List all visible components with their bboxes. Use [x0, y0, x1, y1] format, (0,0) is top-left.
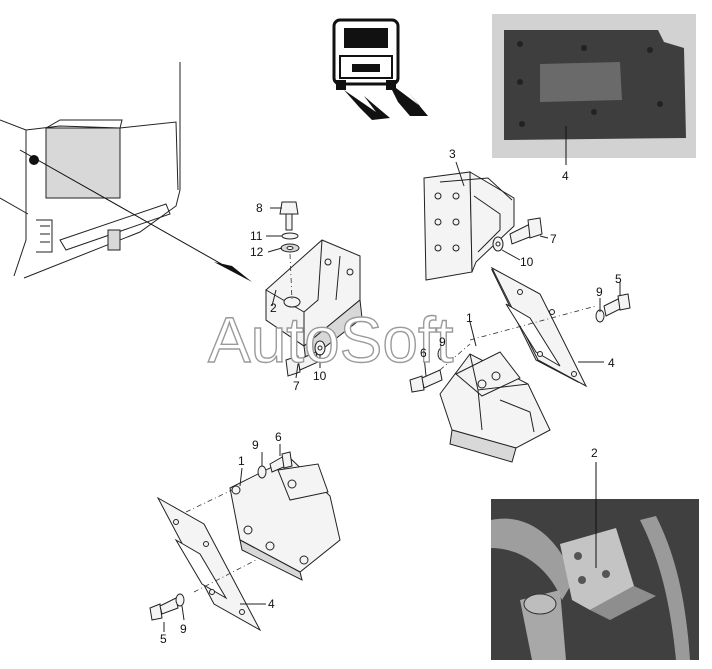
bolt-5-lower — [149, 593, 185, 621]
callout-1-lower: 1 — [238, 454, 245, 468]
callout-12: 12 — [250, 245, 264, 259]
callout-10-left: 10 — [313, 369, 327, 383]
callout-4-right: 4 — [608, 356, 615, 370]
arrow-icon — [344, 82, 428, 120]
bracket-part-3 — [423, 171, 515, 281]
callout-5-right: 5 — [615, 272, 622, 286]
callout-4-lower: 4 — [268, 597, 275, 611]
callout-1-right: 1 — [466, 311, 473, 325]
callout-2-bracket: 2 — [270, 301, 277, 315]
bolt-6-right — [409, 347, 447, 393]
callout-10-right: 10 — [520, 255, 534, 269]
bolt-7-right — [492, 217, 543, 252]
callout-11: 11 — [250, 229, 263, 243]
callout-8: 8 — [256, 201, 263, 215]
photo-mounting-plate — [492, 14, 696, 165]
photo-installed-bracket — [491, 462, 699, 660]
bolt-6-lower — [257, 451, 293, 479]
vehicle-frame-drawing — [0, 62, 252, 282]
bolt-5-right — [595, 293, 631, 323]
callout-4-photo: 4 — [562, 169, 569, 183]
callout-6-lower: 6 — [275, 430, 282, 444]
callout-7-left: 7 — [293, 379, 300, 393]
engine-mount-part-1-right — [439, 343, 551, 463]
watermark: AutoSoft — [208, 304, 454, 376]
callout-9-right-mid: 9 — [439, 335, 446, 349]
leader-lines — [163, 161, 621, 632]
bolt-8-stack — [279, 201, 300, 301]
plate-part-4-right — [469, 266, 597, 388]
plate-part-4-lower — [156, 496, 262, 632]
callout-labels: 4 3 7 10 8 11 12 2 7 10 1 9 5 4 6 9 9 6 … — [160, 147, 622, 646]
callout-9-lower: 9 — [252, 438, 259, 452]
callout-3: 3 — [449, 147, 456, 161]
callout-9-right-top: 9 — [596, 285, 603, 299]
callout-6-right: 6 — [420, 346, 427, 360]
callout-9-lower-bottom: 9 — [180, 622, 187, 636]
engine-mount-part-1-lower — [185, 457, 341, 593]
callout-5-lower: 5 — [160, 632, 167, 646]
truck-front-icon — [332, 18, 400, 90]
callout-7-right: 7 — [550, 232, 557, 246]
callout-2-photo: 2 — [591, 446, 598, 460]
